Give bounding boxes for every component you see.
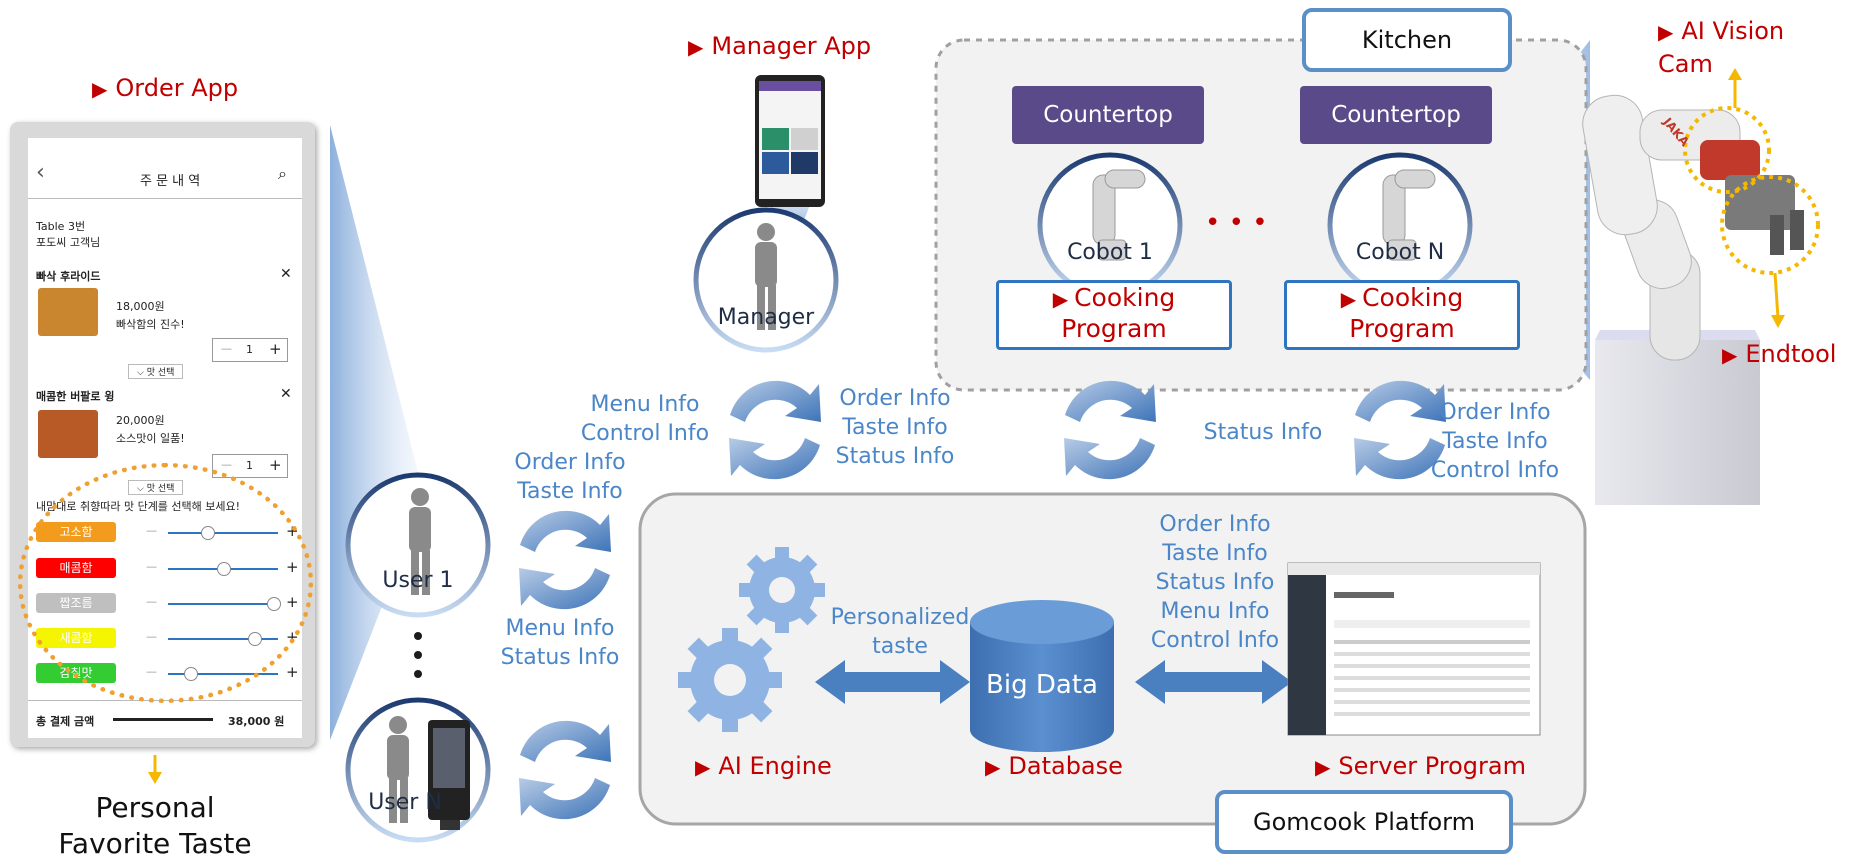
database-cylinder [970, 600, 1114, 752]
userN-silhouette [387, 716, 409, 823]
cobotN-label: Cobot N [1355, 240, 1445, 265]
remove-icon[interactable]: ✕ [280, 266, 292, 282]
remove-icon[interactable]: ✕ [280, 386, 292, 402]
manager-label: Manager [717, 305, 815, 330]
taste-option-button[interactable]: ⌵ 맛 선택 [128, 364, 184, 379]
server-program-label: ▶Server Program [1315, 752, 1526, 780]
item-desc: 빠삭함의 진수! [116, 318, 185, 331]
total-divider [113, 718, 213, 721]
triangle-icon: ▶ [695, 755, 711, 779]
taste-plus-button[interactable]: + [286, 663, 299, 681]
search-icon[interactable]: ⌕ [278, 164, 287, 183]
triangle-icon: ▶ [688, 35, 704, 59]
food-image [38, 288, 98, 336]
kiosk-icon [428, 720, 470, 830]
endtool-highlight [1720, 175, 1820, 275]
taste-highlight [18, 463, 313, 703]
triangle-icon: ▶ [1722, 343, 1738, 367]
item-name: 빠삭 후라이드 [36, 270, 101, 283]
total-value: 38,000 원 [228, 715, 285, 728]
food-image [38, 410, 98, 458]
order-app-beam [330, 125, 420, 740]
gear-icon-small [739, 547, 825, 633]
cam-highlight [1683, 106, 1771, 194]
manager-silhouette [755, 223, 777, 330]
screen-title: 주 문 내 역 [140, 174, 201, 189]
customer-name: 포도씨 고객님 [36, 236, 101, 249]
double-arrow-db-server [1135, 660, 1292, 704]
item-price: 20,000원 [116, 414, 165, 427]
triangle-icon: ▶ [92, 77, 108, 101]
item-desc: 소스맛이 일품! [116, 432, 185, 445]
quantity-stepper[interactable]: — 1 + [212, 338, 288, 362]
user1-silhouette [409, 488, 431, 595]
cycle-cobotN [1354, 380, 1446, 480]
big-data-label: Big Data [986, 670, 1098, 700]
double-arrow-ai-db [815, 660, 970, 704]
cobotN-arm-icon [1382, 169, 1436, 261]
cycle-userN [519, 720, 611, 820]
back-icon[interactable]: ‹ [36, 160, 45, 185]
database-label: ▶Database [985, 752, 1123, 780]
countertop-n: Countertop [1300, 86, 1492, 144]
userN-label: User N [368, 790, 442, 815]
robot-arm-image [1582, 94, 1804, 505]
triangle-icon: ▶ [985, 755, 1001, 779]
flow-cobot-status: Status Info [1203, 420, 1323, 445]
manager-phone [755, 75, 825, 207]
cobot1-label: Cobot 1 [1067, 240, 1153, 265]
cycle-user1 [519, 510, 611, 610]
user1-label: User 1 [382, 568, 454, 593]
ai-engine-label: ▶AI Engine [695, 752, 832, 780]
cobot1-arm-icon [1092, 169, 1146, 261]
cycle-manager [729, 380, 821, 480]
order-app-title: ▶Order App [92, 74, 239, 102]
item-name: 매콤한 버팔로 윙 [36, 390, 115, 403]
triangle-icon: ▶ [1315, 755, 1331, 779]
item-price: 18,000원 [116, 300, 165, 313]
countertop-1: Countertop [1012, 86, 1204, 144]
server-program-screenshot [1287, 562, 1541, 736]
cycle-cobot1 [1064, 380, 1156, 480]
gear-icon-large [678, 628, 782, 732]
manager-app-title: ▶Manager App [688, 32, 872, 60]
total-label: 총 결제 금액 [36, 715, 95, 728]
personal-taste-label: Personal Favorite Taste [58, 791, 252, 860]
table-number: Table 3번 [36, 220, 86, 233]
platform-title: Gomcook Platform [1215, 790, 1513, 854]
endtool-label: ▶Endtool [1722, 340, 1837, 368]
cobot-ellipsis: • • • [1205, 208, 1268, 238]
kitchen-title: Kitchen [1302, 8, 1512, 72]
